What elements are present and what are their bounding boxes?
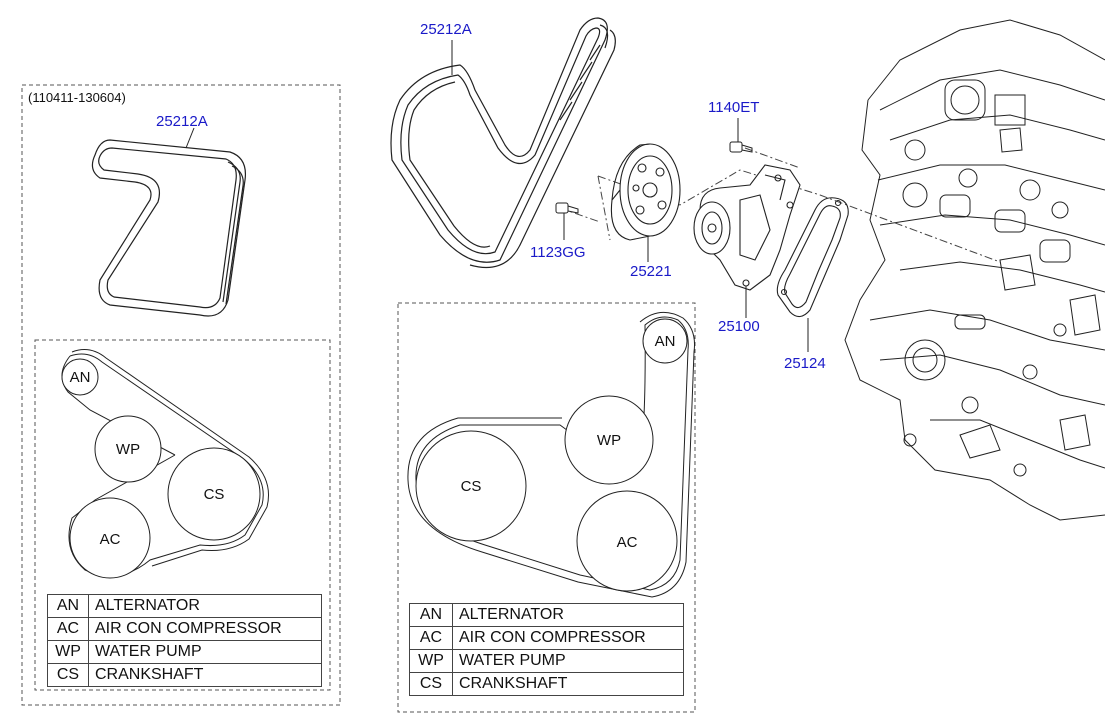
left-pulley-cs	[167, 447, 261, 541]
right-pulley-ac	[576, 490, 678, 592]
legend-row: AC AIR CON COMPRESSOR	[47, 617, 322, 641]
legend-code: AN	[47, 594, 89, 618]
legend-row: AC AIR CON COMPRESSOR	[409, 626, 684, 650]
left-pulley-wp	[94, 415, 162, 483]
right-pulley-wp	[564, 395, 654, 485]
legend-name: AIR CON COMPRESSOR	[88, 617, 322, 641]
left-pulley-ac	[69, 497, 151, 579]
right-pulley-label-an: AN	[655, 333, 676, 350]
legend-code: AC	[409, 626, 453, 650]
legend-name: CRANKSHAFT	[452, 672, 684, 696]
legend-row: AN ALTERNATOR	[409, 603, 684, 627]
left-pulley-an	[61, 358, 99, 396]
water-pump-25100-drawing	[693, 164, 801, 291]
callout-1140et[interactable]: 1140ET	[708, 99, 759, 116]
serpentine-belt-main	[390, 17, 616, 269]
right-pulley-label-wp: WP	[597, 432, 621, 449]
legend-row: AN ALTERNATOR	[47, 594, 322, 618]
legend-name: ALTERNATOR	[88, 594, 322, 618]
bolt-1123gg-drawing	[555, 202, 579, 214]
legend-code: CS	[47, 663, 89, 687]
legend-code: WP	[409, 649, 453, 673]
legend-name: WATER PUMP	[88, 640, 322, 664]
legend-row: WP WATER PUMP	[47, 640, 322, 664]
callout-25212a-alt[interactable]: 25212A	[156, 113, 208, 130]
legend-code: AN	[409, 603, 453, 627]
legend-row: WP WATER PUMP	[409, 649, 684, 673]
bolt-1140et-drawing	[729, 141, 753, 153]
right-pulley-cs	[415, 430, 527, 542]
serpentine-belt-alt	[91, 139, 247, 317]
callout-25221[interactable]: 25221	[630, 263, 672, 280]
legend-code: AC	[47, 617, 89, 641]
legend-row: CS CRANKSHAFT	[47, 663, 322, 687]
callout-1123gg[interactable]: 1123GG	[530, 244, 586, 261]
legend-code: CS	[409, 672, 453, 696]
left-pulley-label-an: AN	[70, 369, 91, 386]
gasket-25124-drawing	[776, 197, 849, 318]
left-pulley-label-cs: CS	[204, 486, 225, 503]
idler-pulley-25221	[610, 143, 681, 241]
callout-25124[interactable]: 25124	[784, 355, 826, 372]
right-belt-routing: AN WP CS AC	[407, 311, 695, 598]
engine-block-drawing	[844, 19, 1105, 521]
legend-name: ALTERNATOR	[452, 603, 684, 627]
left-belt-routing: AN WP CS AC	[61, 349, 269, 579]
right-routing-frame	[397, 302, 696, 713]
leader-lines	[185, 40, 809, 352]
left-pulley-label-ac: AC	[100, 531, 121, 548]
left-routing-frame	[34, 339, 331, 691]
date-range-note: (110411-130604)	[28, 90, 126, 105]
legend-code: WP	[47, 640, 89, 664]
legend-name: AIR CON COMPRESSOR	[452, 626, 684, 650]
right-pulley-label-ac: AC	[617, 534, 638, 551]
left-legend-table: AN ALTERNATOR AC AIR CON COMPRESSOR WP W…	[47, 594, 322, 687]
legend-name: WATER PUMP	[452, 649, 684, 673]
left-pulley-label-wp: WP	[116, 441, 140, 458]
legend-row: CS CRANKSHAFT	[409, 672, 684, 696]
legend-name: CRANKSHAFT	[88, 663, 322, 687]
callout-25100[interactable]: 25100	[718, 318, 760, 335]
callout-25212a-main[interactable]: 25212A	[420, 21, 472, 38]
right-legend-table: AN ALTERNATOR AC AIR CON COMPRESSOR WP W…	[409, 603, 684, 696]
right-pulley-an	[642, 318, 688, 364]
right-pulley-label-cs: CS	[461, 478, 482, 495]
